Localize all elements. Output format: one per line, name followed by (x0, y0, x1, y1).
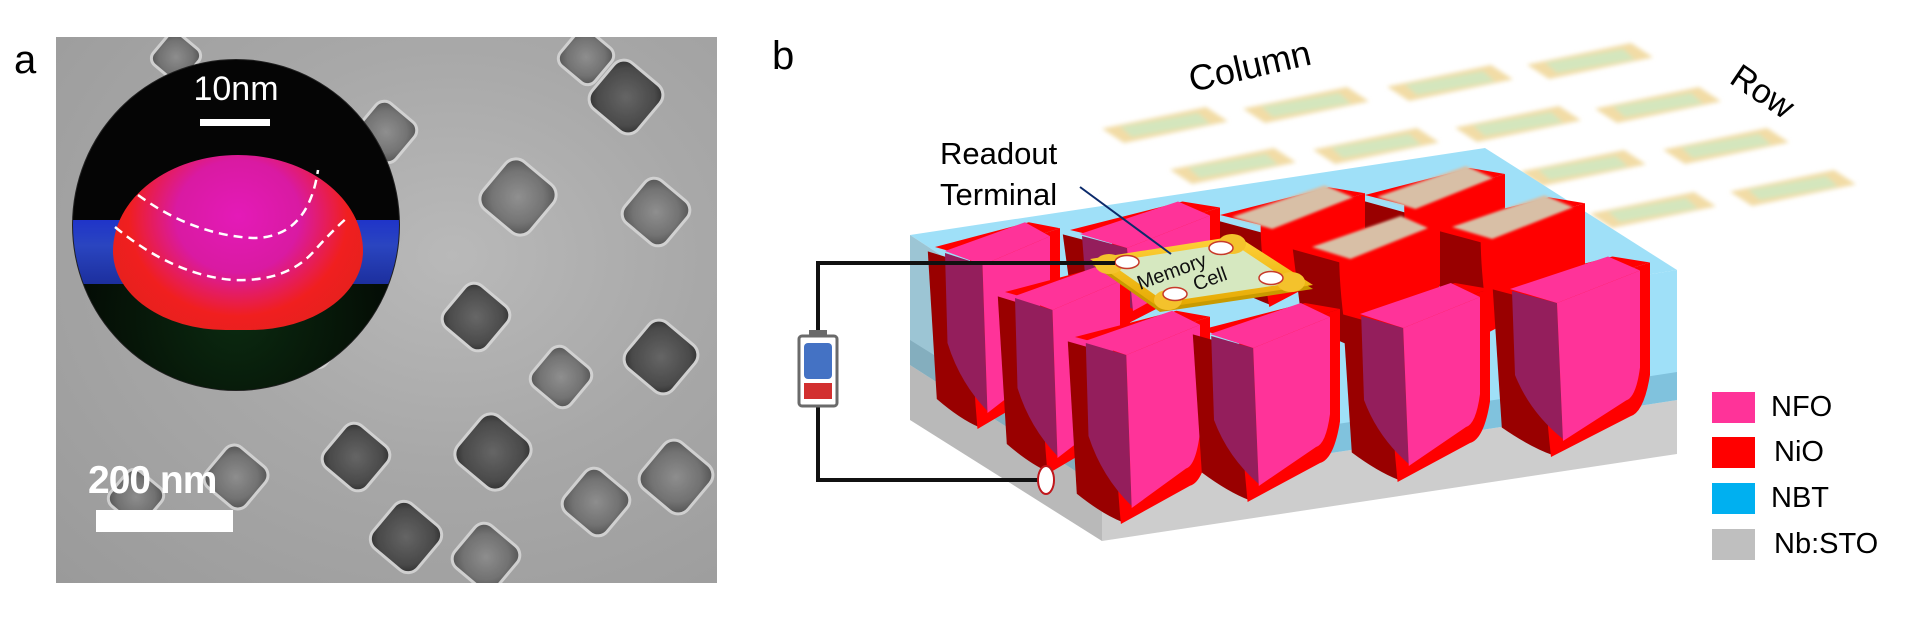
electrode-pad (1387, 65, 1513, 101)
legend-swatch-nio (1712, 437, 1755, 468)
electrode-pad (1455, 106, 1581, 142)
tem-particle (637, 438, 715, 516)
electrode-pad-array (1102, 43, 1856, 228)
inset-scale-bar (200, 119, 270, 126)
legend-label-nfo: NFO (1771, 391, 1833, 423)
nanopillar-array (927, 166, 1650, 524)
tem-particle (368, 499, 444, 575)
tem-particle (587, 58, 665, 136)
tem-scale-bar (96, 510, 233, 532)
inset-boundary-lines (114, 169, 349, 282)
tem-particle (622, 318, 700, 396)
battery-icon (797, 330, 839, 408)
nanopillar (1342, 283, 1490, 482)
panel-b-label: b (772, 34, 795, 78)
electrode-pad (1102, 107, 1228, 143)
electrode-pad (1663, 128, 1789, 164)
tem-particle (202, 443, 270, 511)
legend-label-nio: NiO (1774, 436, 1824, 468)
electrode-pad (1527, 43, 1653, 79)
legend-item-nio: NiO (1712, 436, 1927, 469)
legend-item-nbt: NBT (1712, 482, 1927, 515)
tem-particle (556, 37, 616, 87)
electrode-pad (1595, 87, 1721, 123)
cell-contact (1258, 270, 1284, 286)
nanopillar (1492, 256, 1650, 457)
tem-particle (478, 157, 558, 237)
cell-contact (1162, 286, 1188, 302)
legend-label-nbt: NBT (1771, 482, 1829, 514)
nanopillar (1067, 310, 1210, 524)
eds-map-inset: 10nm (72, 59, 400, 391)
nanopillar (1192, 303, 1340, 502)
electrode-pad (1243, 87, 1369, 123)
legend-item-nfo: NFO (1712, 391, 1927, 424)
electrode-pad (1170, 148, 1296, 184)
tem-particle (560, 466, 632, 538)
readout-label-line2: Terminal (940, 177, 1057, 212)
electrode-pad (1590, 192, 1716, 228)
tem-particle (528, 344, 594, 410)
tem-particle (620, 176, 692, 248)
panel-a-label: a (14, 38, 37, 82)
tem-particle (450, 521, 522, 583)
electrode-pad (1730, 170, 1856, 206)
tem-particle (453, 412, 533, 492)
legend-swatch-nbt (1712, 483, 1755, 514)
legend-item-nb-sto: Nb:STO (1712, 528, 1927, 561)
inset-scale-label: 10nm (193, 70, 279, 108)
legend-swatch-nb-sto (1712, 529, 1755, 560)
bottom-electrode-terminal (1037, 465, 1055, 495)
cell-contact (1114, 254, 1140, 270)
row-label: Row (1724, 57, 1802, 127)
circuit-wire (816, 261, 1115, 482)
electrode-pad (1313, 128, 1439, 164)
cell-contact (1208, 240, 1234, 256)
tem-particle (320, 421, 392, 493)
readout-label-line1: Readout (940, 136, 1058, 171)
tem-scale-label: 200 nm (88, 459, 217, 502)
legend-label-nb-sto: Nb:STO (1774, 528, 1879, 560)
tem-particle (440, 281, 512, 353)
electrode-pad (1520, 150, 1646, 186)
readout-pointer-line (1079, 186, 1172, 255)
column-label: Column (1185, 32, 1315, 100)
legend-swatch-nfo (1712, 392, 1755, 423)
tem-micrograph: 10nm 200 nm (56, 37, 717, 583)
memory-cell: Memory Cell (1090, 234, 1313, 312)
